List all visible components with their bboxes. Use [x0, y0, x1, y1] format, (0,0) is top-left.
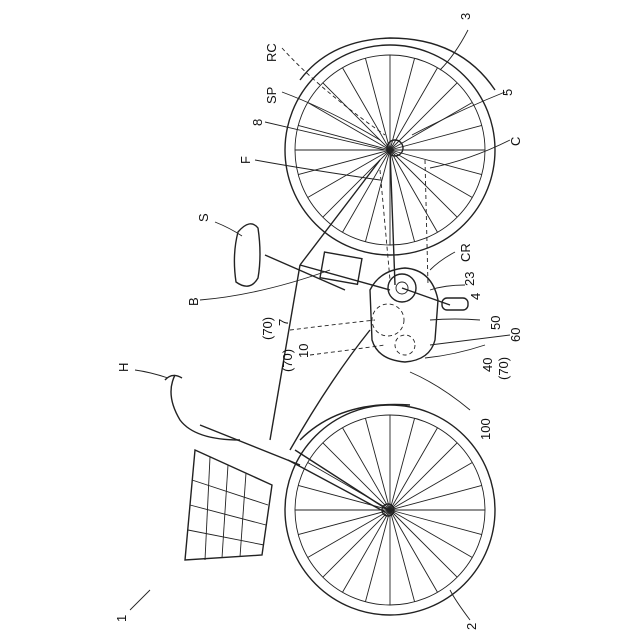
label-40: 40: [480, 358, 495, 372]
spoke: [390, 68, 438, 150]
spoke: [365, 418, 390, 510]
spoke: [390, 510, 438, 592]
spoke: [308, 510, 390, 558]
chain: [380, 160, 428, 285]
spoke: [390, 150, 482, 175]
battery: [320, 252, 362, 284]
spoke: [298, 150, 390, 175]
handlebar: [165, 375, 240, 440]
spoke: [343, 510, 391, 592]
label-70-c: (70): [496, 357, 511, 380]
label-100: 100: [478, 418, 493, 440]
spoke: [365, 510, 390, 602]
label-RC: RC: [264, 43, 279, 62]
spoke: [390, 150, 415, 242]
label-23: 23: [462, 272, 477, 286]
label-2: 2: [464, 623, 479, 630]
label-3: 3: [458, 13, 473, 20]
spoke: [390, 510, 482, 535]
spoke: [390, 418, 415, 510]
spoke: [390, 485, 482, 510]
label-8: 8: [250, 119, 265, 126]
spoke: [390, 510, 457, 577]
label-CR: CR: [458, 243, 473, 262]
spoke: [298, 485, 390, 510]
reference-labels: 3 RC SP 5 8 C F S CR 23 B 4 (70) 7 50 60…: [114, 13, 523, 630]
spoke: [390, 103, 472, 151]
front-wheel: [285, 404, 495, 615]
label-H: H: [116, 363, 131, 372]
rear-wheel: [285, 38, 495, 255]
label-10: 10: [296, 344, 311, 358]
label-50: 50: [488, 316, 503, 330]
spoke: [323, 510, 390, 577]
frame: [200, 150, 395, 512]
label-70-b: (70): [280, 349, 295, 372]
spoke: [390, 428, 438, 510]
spoke: [343, 428, 391, 510]
spoke: [390, 510, 472, 558]
label-C: C: [508, 137, 523, 146]
spoke: [390, 443, 457, 510]
label-60: 60: [508, 328, 523, 342]
label-5: 5: [500, 89, 515, 96]
spoke: [298, 510, 390, 535]
label-1: 1: [114, 615, 129, 622]
spoke: [390, 510, 415, 602]
drive-unit: [370, 268, 468, 362]
label-B: B: [186, 297, 201, 306]
spoke: [343, 150, 391, 232]
spoke: [308, 150, 390, 198]
label-S: S: [196, 213, 211, 222]
label-70-a: (70): [260, 317, 275, 340]
spoke: [365, 58, 390, 150]
spoke: [390, 463, 472, 511]
spoke: [390, 125, 482, 150]
basket: [185, 450, 272, 560]
spoke: [323, 443, 390, 510]
label-4: 4: [468, 293, 483, 300]
spoke: [390, 58, 415, 150]
spoke: [390, 150, 457, 217]
label-7: 7: [276, 319, 291, 326]
spoke: [390, 150, 472, 198]
label-F: F: [238, 156, 253, 164]
spoke: [308, 103, 390, 151]
spoke: [390, 150, 438, 232]
label-SP: SP: [264, 87, 279, 104]
spoke: [390, 83, 457, 150]
